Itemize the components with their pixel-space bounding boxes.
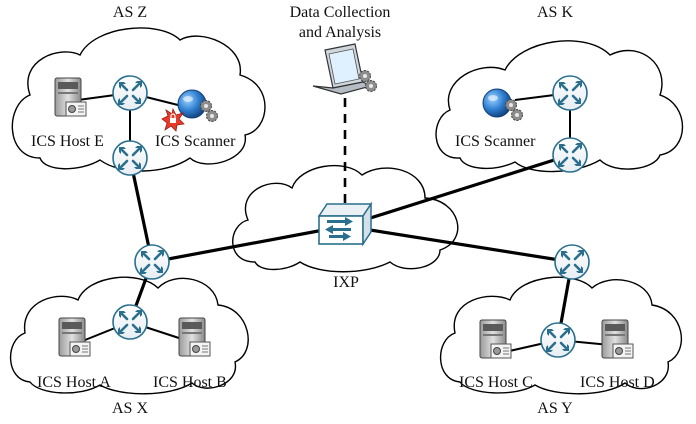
host-b-label: ICS Host B xyxy=(153,374,227,391)
server-icon-host-e xyxy=(54,77,87,117)
as-x-label: AS X xyxy=(111,400,149,417)
router-icon-as-z-top xyxy=(111,74,149,112)
as-k-label: AS K xyxy=(536,4,574,21)
router-icon-as-x-border xyxy=(133,243,171,281)
router-icon-as-k-bottom xyxy=(551,136,589,174)
router-icon-as-x-inner xyxy=(111,303,149,341)
server-icon-host-a xyxy=(58,317,91,357)
as-y-label: AS Y xyxy=(537,400,573,417)
data-collection-label-line2: and Analysis xyxy=(298,24,382,41)
link-x-ixp xyxy=(151,224,346,264)
ixp-label: IXP xyxy=(333,274,359,291)
ixp-switch-icon xyxy=(317,201,373,247)
server-icon-host-c xyxy=(479,319,512,359)
router-icon-as-y-border xyxy=(553,243,591,281)
link-ixp-k xyxy=(344,153,571,228)
server-icon-host-d xyxy=(601,319,634,359)
link-ixp-y xyxy=(344,224,573,264)
as-z-label: AS Z xyxy=(112,4,148,21)
laptop-icon xyxy=(312,43,377,95)
host-e-label: ICS Host E xyxy=(31,133,104,150)
host-a-label: ICS Host A xyxy=(37,374,111,391)
host-d-label: ICS Host D xyxy=(580,374,655,391)
server-icon-host-b xyxy=(178,317,211,357)
router-icon-as-y-inner xyxy=(539,321,577,359)
scanner-k-label: ICS Scanner xyxy=(455,133,536,150)
data-collection-label-line1: Data Collection xyxy=(289,4,391,21)
router-icon-as-k-top xyxy=(551,74,589,112)
scanner-z-label: ICS Scanner xyxy=(155,133,236,150)
host-c-label: ICS Host C xyxy=(459,374,533,391)
router-icon-as-z-bottom xyxy=(111,139,149,177)
alert-badge-icon xyxy=(161,107,185,132)
